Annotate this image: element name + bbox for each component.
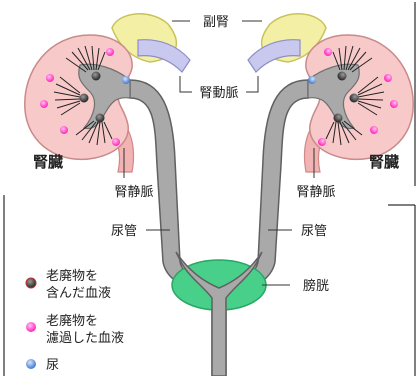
legend-item-2-line2: 濾過した血液 xyxy=(46,331,124,346)
pink-dot-icon xyxy=(60,126,68,134)
legend-item-3-line1: 尿 xyxy=(46,358,59,373)
label-renal-vein-right: 腎静脈 xyxy=(296,185,335,200)
dark-dot-icon xyxy=(334,114,343,123)
dark-dot-icon xyxy=(80,94,89,103)
pink-dot-icon xyxy=(370,126,378,134)
label-kidney-right: 腎臓 xyxy=(369,153,399,171)
dark-dot-icon xyxy=(92,72,101,81)
label-renal-vein-left: 腎静脈 xyxy=(114,185,153,200)
blue-dot-icon xyxy=(122,76,130,84)
ureter-system xyxy=(130,80,308,376)
pink-dot-icon xyxy=(106,48,114,56)
pink-dot-icon xyxy=(112,138,120,146)
legend-item-1-line2: 含んだ血液 xyxy=(46,285,111,301)
pink-dot-icon xyxy=(26,322,36,332)
pink-dot-icon xyxy=(318,138,326,146)
label-ureter-right: 尿管 xyxy=(301,224,327,239)
blue-dot-icon xyxy=(26,359,36,369)
legend: 老廃物を 含んだ血液 老廃物を 濾過した血液 尿 xyxy=(26,268,124,373)
label-adrenal: 副腎 xyxy=(203,15,229,30)
label-ureter-left: 尿管 xyxy=(111,224,137,239)
renal-artery-right xyxy=(248,40,300,72)
dark-dot-icon xyxy=(26,278,36,288)
legend-item-2-line1: 老廃物を xyxy=(46,313,98,329)
blue-dot-icon xyxy=(308,76,316,84)
pink-dot-icon xyxy=(324,48,332,56)
leader-artery-left xyxy=(180,76,192,92)
pink-dot-icon xyxy=(390,100,398,108)
label-renal-artery: 腎動脈 xyxy=(199,86,238,101)
label-kidney-left: 腎臓 xyxy=(33,153,63,171)
label-bladder: 膀胱 xyxy=(303,278,329,294)
renal-artery-left xyxy=(138,40,190,72)
dark-dot-icon xyxy=(350,94,359,103)
leader-artery-right xyxy=(246,76,258,92)
dark-dot-icon xyxy=(338,72,347,81)
pink-dot-icon xyxy=(384,74,392,82)
dark-dot-icon xyxy=(96,114,105,123)
pink-dot-icon xyxy=(40,100,48,108)
legend-item-1-line1: 老廃物を xyxy=(46,268,98,284)
pink-dot-icon xyxy=(46,74,54,82)
